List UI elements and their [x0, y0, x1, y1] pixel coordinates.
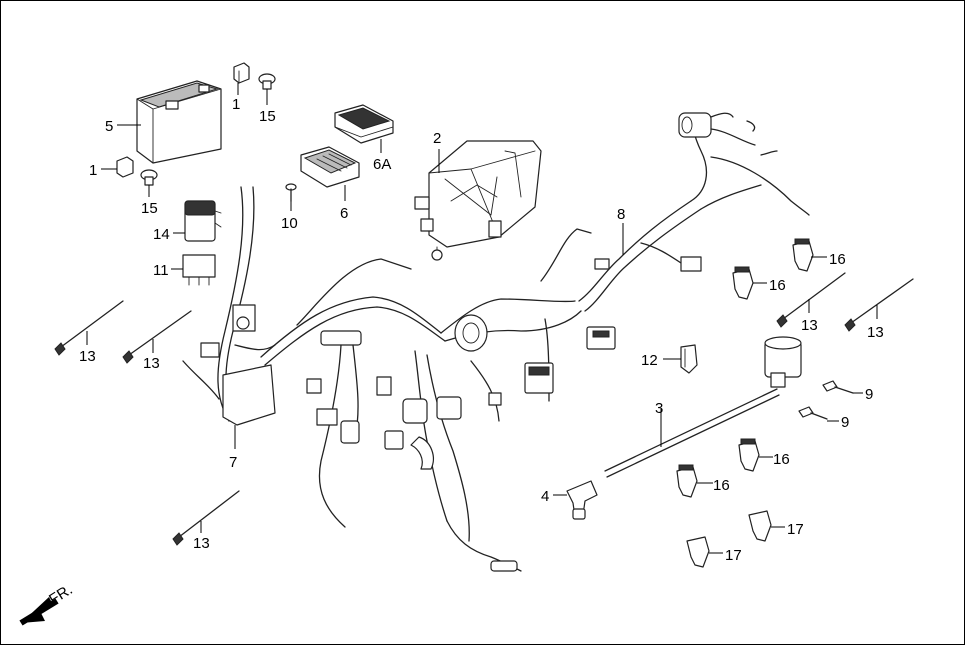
- callout-15-lower: 15: [141, 200, 158, 217]
- callout-7: 7: [229, 454, 237, 471]
- callout-16-d: 16: [713, 477, 730, 494]
- cable-tie-right-2: [844, 278, 914, 332]
- terminal-bolt-upper: [258, 73, 276, 90]
- callout-16-a: 16: [829, 251, 846, 268]
- callout-14: 14: [153, 226, 170, 243]
- callout-6: 6: [340, 205, 348, 222]
- callout-13-a: 13: [79, 348, 96, 365]
- battery: [136, 80, 222, 164]
- cable-tie-left-1: [54, 300, 124, 356]
- coil-bolt-lower: [798, 406, 828, 420]
- front-arrow-icon: [19, 597, 59, 626]
- terminal-bolt-lower: [140, 169, 158, 186]
- ignition-coil: [764, 336, 802, 388]
- callout-3: 3: [655, 400, 663, 417]
- main-wire-harness: [182, 112, 810, 572]
- terminal-nut-lower: [116, 156, 134, 178]
- callout-12: 12: [641, 352, 658, 369]
- fuse-holder-16-d: [676, 464, 698, 498]
- callout-2: 2: [433, 130, 441, 147]
- callout-1-upper: 1: [232, 96, 240, 113]
- callout-13-d: 13: [801, 317, 818, 334]
- battery-cover-6a: [334, 104, 394, 144]
- coil-bolt-upper: [822, 380, 854, 394]
- callout-9-lower: 9: [841, 414, 849, 431]
- callout-11: 11: [153, 262, 169, 279]
- turn-signal-relay: [182, 254, 216, 286]
- screw-10: [285, 183, 297, 202]
- callout-16-c: 16: [773, 451, 790, 468]
- cable-tie-right-1: [776, 272, 846, 328]
- fuse-holder-16-c: [738, 438, 760, 472]
- callout-1-lower: 1: [89, 162, 97, 179]
- cable-tie-bottom: [172, 490, 240, 546]
- callout-13-c: 13: [193, 535, 210, 552]
- battery-box: [414, 140, 542, 261]
- callout-9-upper: 9: [865, 386, 873, 403]
- callout-15-upper: 15: [259, 108, 276, 125]
- callout-8: 8: [617, 206, 625, 223]
- callout-16-b: 16: [769, 277, 786, 294]
- high-tension-cord: [604, 388, 780, 478]
- callout-4: 4: [541, 488, 549, 505]
- callout-17-b: 17: [725, 547, 742, 564]
- harness-clip: [680, 344, 698, 374]
- cable-tie-left-2: [122, 310, 192, 364]
- callout-13-e: 13: [867, 324, 884, 341]
- callout-17-a: 17: [787, 521, 804, 538]
- battery-cover-6: [300, 146, 360, 188]
- spark-plug-cap: [566, 480, 598, 520]
- terminal-nut-upper: [233, 62, 250, 84]
- fuse-holder-17-b: [686, 536, 710, 568]
- fuse-holder-16-b: [732, 266, 754, 300]
- callout-6A: 6A: [373, 156, 391, 173]
- callout-13-b: 13: [143, 355, 160, 372]
- callout-5: 5: [105, 118, 113, 135]
- starter-relay: [184, 200, 222, 242]
- fuse-holder-17-a: [748, 510, 772, 542]
- callout-10: 10: [281, 215, 298, 232]
- fuse-holder-16-a: [792, 238, 814, 272]
